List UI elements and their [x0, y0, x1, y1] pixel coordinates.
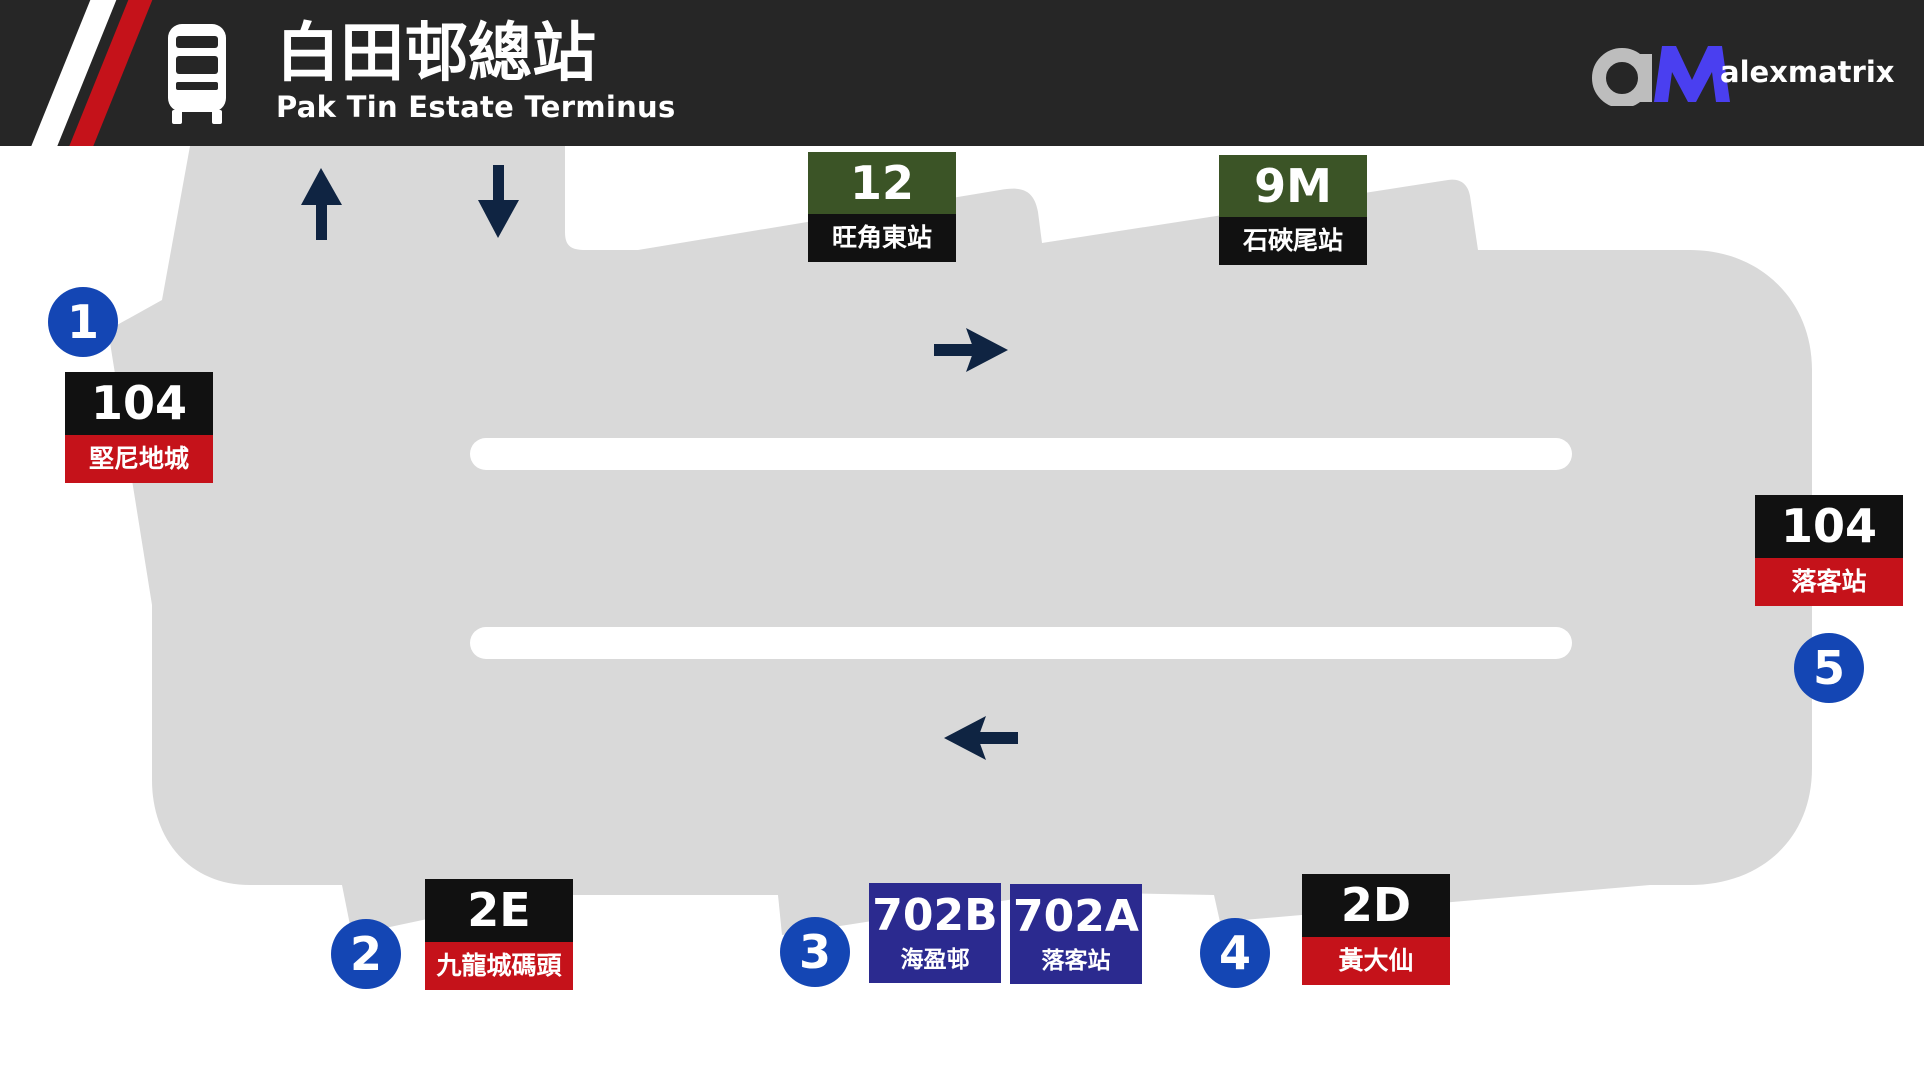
route-number: 104 [65, 372, 213, 435]
lane-divider-lower [470, 627, 1572, 659]
arrow-left-icon [944, 716, 1018, 760]
route-destination: 旺角東站 [808, 214, 956, 262]
lane-divider-upper [470, 438, 1572, 470]
route-sign-702b: 702B 海盈邨 [869, 883, 1001, 983]
route-sign-12: 12 旺角東站 [808, 152, 956, 262]
route-destination: 黃大仙 [1302, 937, 1450, 985]
alexmatrix-logo-icon [1592, 46, 1730, 106]
route-number: 702B [872, 890, 998, 941]
route-number: 702A [1013, 891, 1139, 942]
route-destination: 海盈邨 [900, 947, 970, 973]
route-number: 12 [808, 152, 956, 214]
route-number: 2E [425, 879, 573, 942]
route-sign-2d: 2D 黃大仙 [1302, 874, 1450, 985]
route-sign-104-alighting: 104 落客站 [1755, 495, 1903, 606]
route-sign-2e: 2E 九龍城碼頭 [425, 879, 573, 990]
page-title-chinese: 白田邨總站 [276, 17, 596, 91]
stop-marker-1: 1 [48, 287, 118, 357]
route-destination: 堅尼地城 [65, 435, 213, 483]
arrow-up-icon [301, 168, 342, 240]
stop-marker-2: 2 [331, 919, 401, 989]
logo-text: alexmatrix [1720, 55, 1895, 89]
arrow-down-icon [478, 165, 519, 238]
bus-front-icon [168, 24, 226, 124]
arrow-right-icon [934, 328, 1008, 372]
route-destination: 落客站 [1755, 558, 1903, 606]
route-sign-702a: 702A 落客站 [1010, 884, 1142, 984]
route-number: 2D [1302, 874, 1450, 937]
route-destination: 落客站 [1041, 948, 1111, 974]
route-number: 104 [1755, 495, 1903, 558]
route-destination: 石硤尾站 [1219, 217, 1367, 265]
route-destination: 九龍城碼頭 [425, 942, 573, 990]
route-number: 9M [1219, 155, 1367, 217]
route-sign-9m: 9M 石硤尾站 [1219, 155, 1367, 265]
terminus-ground [108, 146, 1812, 935]
page-title-english: Pak Tin Estate Terminus [276, 90, 676, 124]
stop-marker-4: 4 [1200, 918, 1270, 988]
stop-marker-5: 5 [1794, 633, 1864, 703]
route-sign-104-kennedy-town: 104 堅尼地城 [65, 372, 213, 483]
stop-marker-3: 3 [780, 917, 850, 987]
